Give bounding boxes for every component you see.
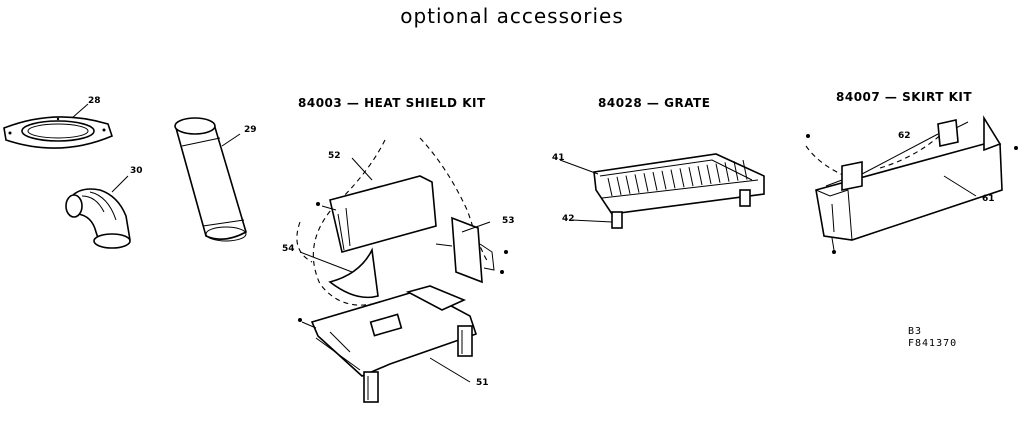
- grate-bar: [688, 167, 694, 187]
- part-number-41: 41: [552, 153, 565, 163]
- part-number-51: 51: [476, 378, 489, 388]
- drawing-code-line-2: F841370: [908, 338, 958, 349]
- grate-bar: [670, 169, 676, 189]
- heat-shield-kit-label: 84003 — HEAT SHIELD KIT: [298, 96, 486, 110]
- grate-kit-label: 84028 — GRATE: [598, 96, 711, 110]
- grate-bar: [697, 165, 703, 186]
- grate-bar: [661, 170, 667, 190]
- grate-assembly: [559, 153, 765, 229]
- elbow-part-30: [65, 175, 131, 249]
- part-number-53: 53: [502, 216, 515, 226]
- part-number-30: 30: [130, 166, 143, 176]
- page-title: optional accessories: [400, 4, 624, 28]
- pipe-part-29: [174, 117, 247, 242]
- grate-bar: [715, 163, 721, 183]
- grate-bar: [616, 176, 622, 196]
- grate-bar: [643, 173, 649, 192]
- skirt-kit-label: 84007 — SKIRT KIT: [836, 90, 973, 104]
- part-number-61: 61: [982, 194, 995, 204]
- part-number-62: 62: [898, 131, 911, 141]
- skirt-assembly: [805, 115, 1018, 254]
- grate-bar: [679, 168, 685, 188]
- grate-bar: [706, 164, 712, 185]
- part-number-29: 29: [244, 125, 257, 135]
- grate-bar: [742, 159, 748, 180]
- grate-bar: [625, 175, 631, 194]
- part-number-54: 54: [282, 244, 295, 254]
- part-number-52: 52: [328, 151, 341, 161]
- heat-shield-assembly: [296, 137, 508, 403]
- flange-ring-part-28: [3, 103, 113, 149]
- grate-bar: [634, 174, 640, 193]
- grate-bar: [733, 161, 739, 181]
- part-number-42: 42: [562, 214, 575, 224]
- grate-bar: [724, 162, 730, 182]
- drawing-code-line-1: B3: [908, 326, 923, 337]
- part-number-28: 28: [88, 96, 101, 106]
- grate-bar: [607, 177, 613, 197]
- grate-bar: [652, 171, 658, 191]
